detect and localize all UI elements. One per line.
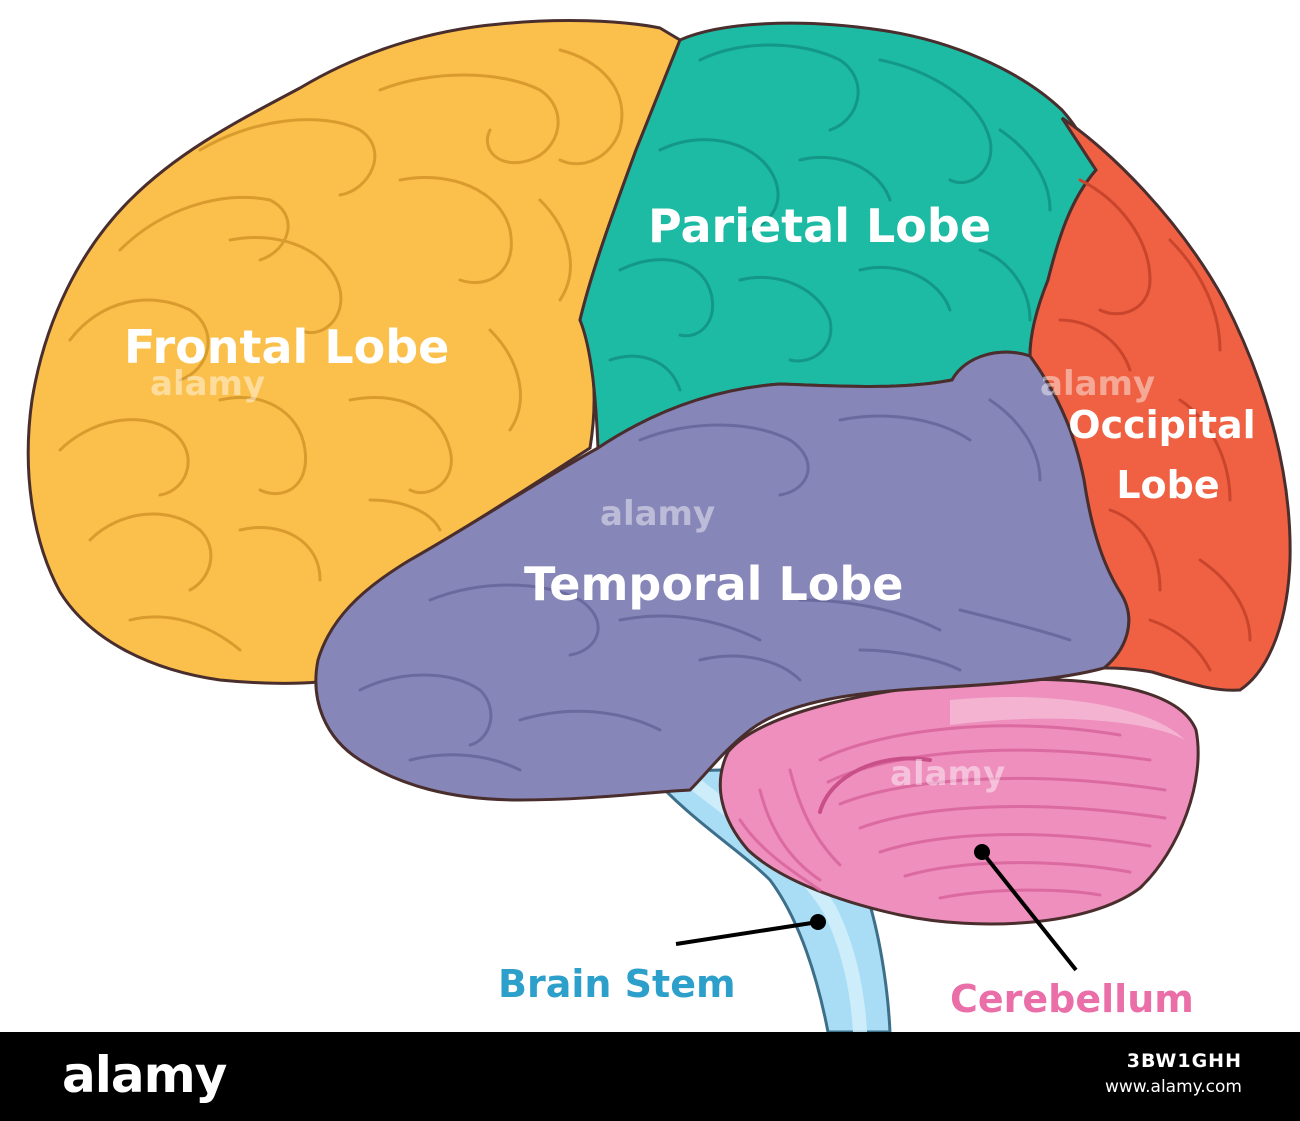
brain-stem-label: Brain Stem bbox=[498, 962, 736, 1006]
watermark-text: alamy bbox=[150, 364, 265, 404]
brain-diagram: alamy alamy alamy alamy Frontal Lobe Par… bbox=[26, 19, 1292, 1032]
cerebellum bbox=[718, 677, 1200, 926]
cerebellum-label: Cerebellum bbox=[950, 977, 1194, 1021]
occipital-lobe-label-line1: Occipital bbox=[1068, 403, 1255, 447]
watermark-footer-bar: alamy 3BW1GHH www.alamy.com bbox=[0, 1032, 1300, 1121]
watermark-text: alamy bbox=[1040, 364, 1155, 404]
brain-stem-callout bbox=[675, 914, 826, 946]
parietal-lobe-label: Parietal Lobe bbox=[648, 199, 991, 253]
footer-url: www.alamy.com bbox=[1104, 1077, 1242, 1097]
temporal-gyri bbox=[358, 398, 1072, 772]
occipital-lobe-label-line2: Lobe bbox=[1116, 463, 1219, 507]
cerebellum-callout bbox=[974, 844, 1078, 972]
watermark-text: alamy bbox=[890, 754, 1005, 794]
temporal-lobe-label: Temporal Lobe bbox=[524, 557, 903, 611]
frontal-gyri bbox=[58, 48, 624, 652]
occipital-gyri bbox=[1058, 178, 1252, 672]
frontal-lobe-label: Frontal Lobe bbox=[124, 320, 449, 374]
temporal-lobe bbox=[314, 350, 1131, 802]
cerebellum-pointer-dot bbox=[974, 844, 990, 860]
parietal-gyri bbox=[608, 43, 1052, 392]
watermark-text: alamy bbox=[600, 494, 715, 534]
footer-image-id: 3BW1GHH bbox=[1126, 1050, 1242, 1072]
brain-stem-pointer-dot bbox=[810, 914, 826, 930]
footer-info: 3BW1GHH www.alamy.com bbox=[1105, 1048, 1242, 1100]
footer-logo: alamy bbox=[62, 1046, 227, 1104]
occipital-lobe bbox=[1028, 116, 1292, 692]
watermark-group: alamy alamy alamy alamy bbox=[150, 364, 1155, 794]
